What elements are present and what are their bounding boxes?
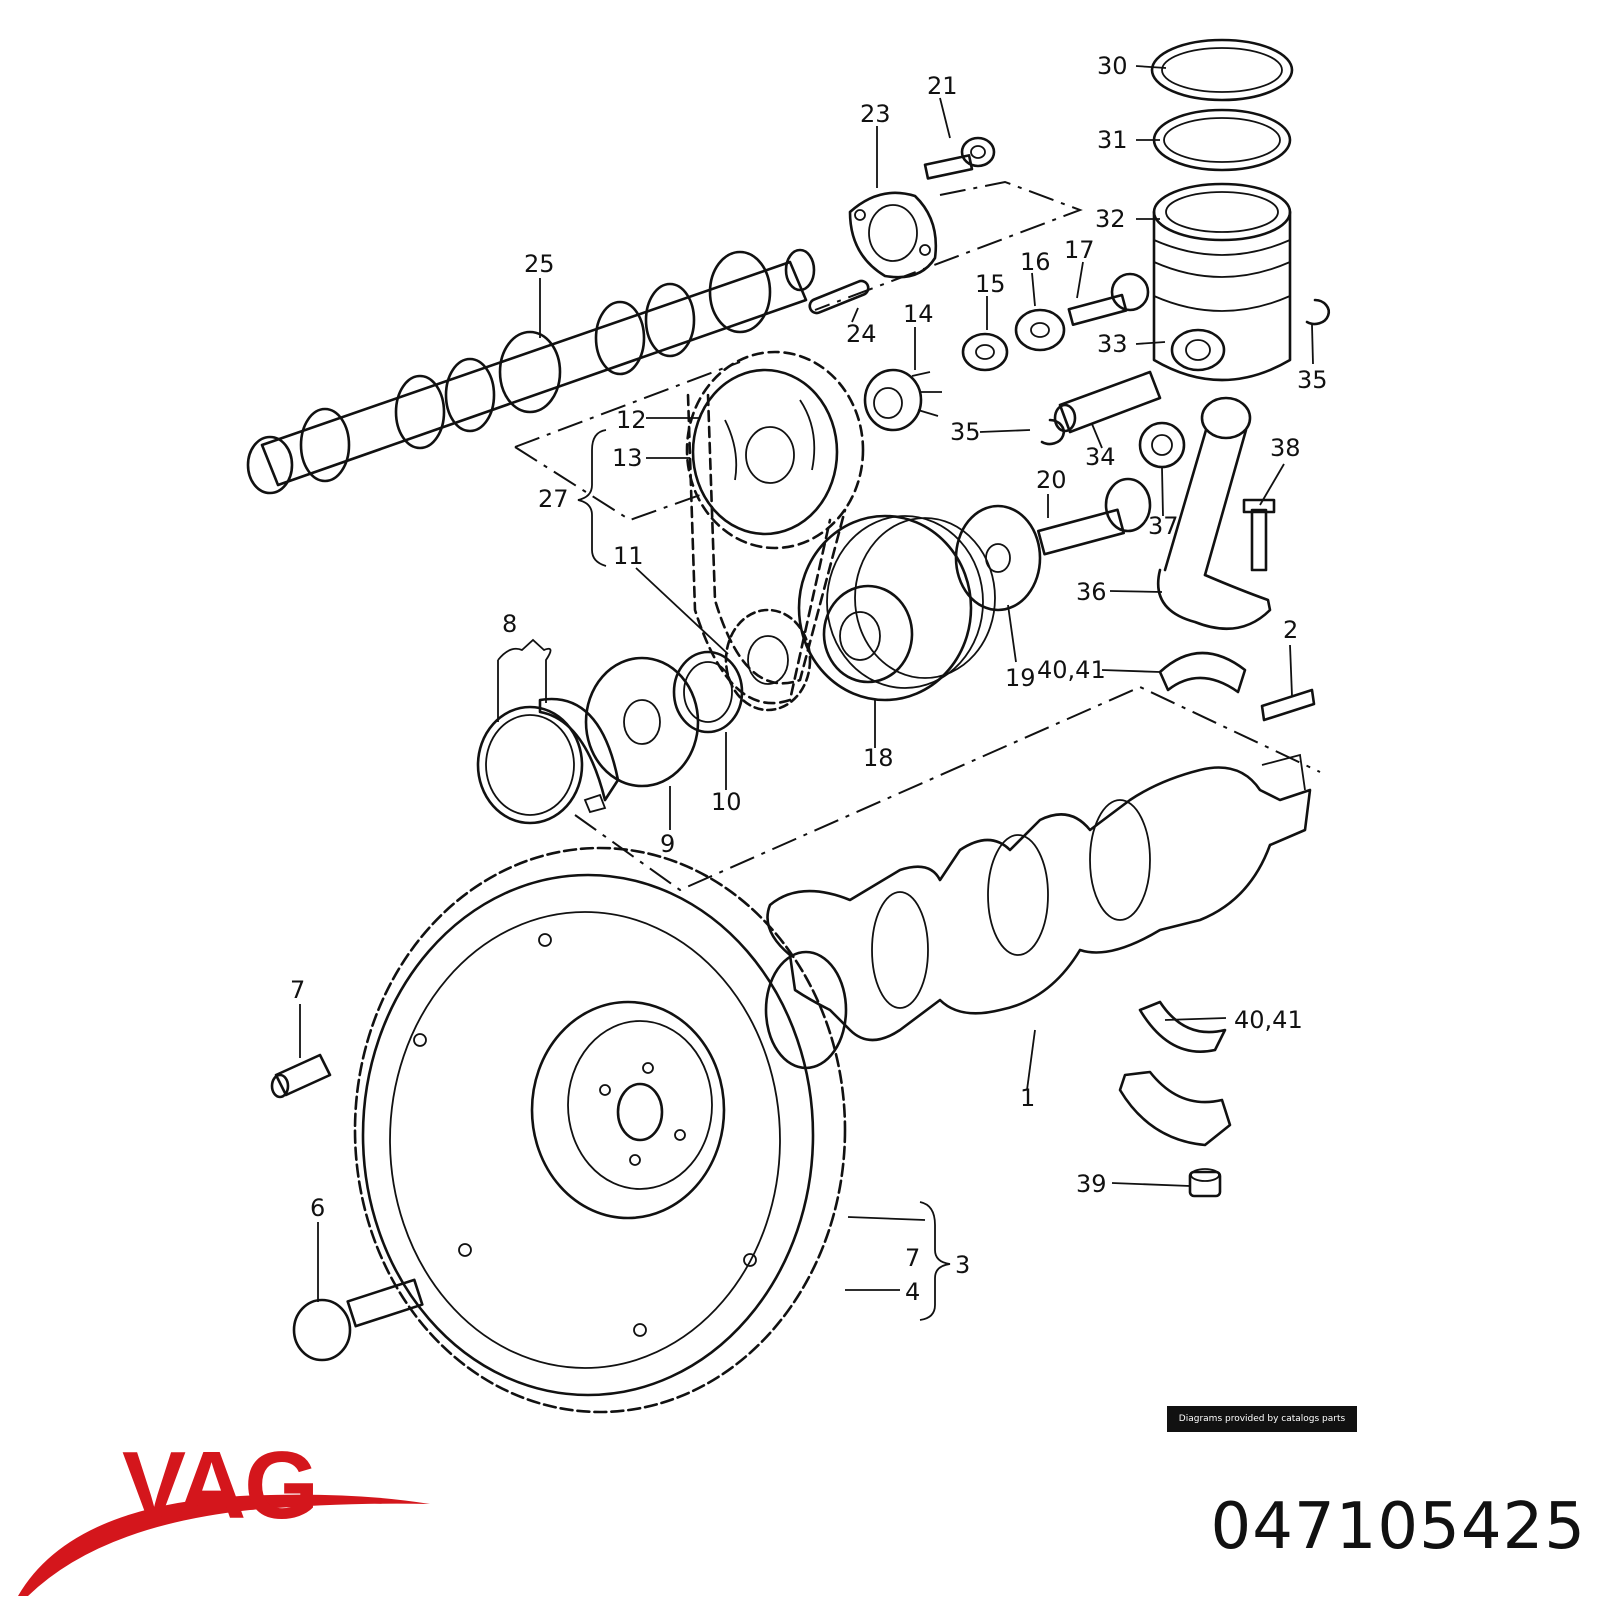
assembly-lines — [514, 180, 1321, 892]
bolt-38 — [1242, 498, 1276, 572]
callout-16: 16 — [1020, 248, 1051, 276]
callout-7-bottom: 7 — [905, 1244, 920, 1272]
camshaft-sprocket-12 — [685, 350, 865, 550]
washer-10 — [672, 650, 744, 734]
circlip-35-right — [1305, 298, 1331, 326]
vag-logo: VAG — [18, 1436, 430, 1596]
crankshaft-sprocket-11 — [724, 608, 812, 712]
callout-15: 15 — [975, 270, 1006, 298]
callout-34: 34 — [1085, 443, 1116, 471]
callout-32: 32 — [1095, 205, 1126, 233]
callout-24: 24 — [846, 320, 877, 348]
callout-36: 36 — [1076, 578, 1107, 606]
callout-6: 6 — [310, 1194, 325, 1222]
callout-2: 2 — [1283, 616, 1298, 644]
callout-35-left: 35 — [950, 418, 981, 446]
piston-32-33 — [1152, 182, 1292, 382]
bushing-37 — [1138, 421, 1186, 469]
callout-39: 39 — [1076, 1170, 1107, 1198]
washer-19 — [954, 504, 1042, 612]
bearing-shell-40-41-top — [1158, 651, 1247, 694]
logo-swoosh — [18, 1494, 430, 1596]
circlip-35-left — [1040, 418, 1066, 446]
bearing-shells-8 — [476, 697, 620, 825]
flange-23 — [848, 191, 938, 279]
callout-17: 17 — [1064, 236, 1095, 264]
bearing-cap — [1118, 1070, 1232, 1147]
pulley-18 — [797, 514, 996, 702]
crankshaft-1 — [764, 753, 1312, 1070]
washer-15 — [961, 332, 1009, 372]
callout-14: 14 — [903, 300, 934, 328]
callout-31: 31 — [1097, 126, 1128, 154]
callout-labels: 30 31 32 21 23 25 17 16 15 14 24 33 35 1… — [290, 52, 1328, 1306]
bearing-shell-40-41-bottom — [1138, 1000, 1227, 1053]
callout-30: 30 — [1097, 52, 1128, 80]
parts-artwork — [246, 38, 1331, 1414]
callout-23: 23 — [860, 100, 891, 128]
washer-16 — [1014, 308, 1066, 352]
callout-11: 11 — [613, 542, 644, 570]
washer-9 — [584, 656, 700, 788]
callout-27: 27 — [538, 485, 569, 513]
callout-40-41-bottom: 40,41 — [1234, 1006, 1303, 1034]
key-24 — [808, 279, 870, 315]
callout-7-top: 7 — [290, 976, 305, 1004]
callout-37: 37 — [1148, 512, 1179, 540]
bolt-20 — [1036, 477, 1152, 556]
callout-20: 20 — [1036, 466, 1067, 494]
flywheel-3 — [353, 846, 847, 1414]
callout-40-41-top: 40,41 — [1037, 656, 1106, 684]
logo-wordmark: VAG — [122, 1436, 317, 1539]
part-number: 047105425 — [1210, 1490, 1586, 1564]
bolt-17 — [1067, 272, 1150, 327]
piston-ring-30 — [1150, 38, 1294, 102]
bolt-21 — [923, 136, 996, 180]
callout-18: 18 — [863, 744, 894, 772]
camshaft-25 — [246, 248, 816, 495]
callout-1: 1 — [1020, 1084, 1035, 1112]
gear-14 — [863, 368, 942, 432]
callout-9: 9 — [660, 830, 675, 858]
timing-chain-13 — [686, 393, 847, 705]
callout-33: 33 — [1097, 330, 1128, 358]
nut-39 — [1188, 1168, 1222, 1198]
callout-21: 21 — [927, 72, 958, 100]
callout-4: 4 — [905, 1278, 920, 1306]
callout-19: 19 — [1005, 664, 1036, 692]
callout-12: 12 — [616, 406, 647, 434]
callout-13: 13 — [612, 444, 643, 472]
dowel-pin-7 — [270, 1053, 332, 1099]
connecting-rod-36 — [1156, 396, 1272, 631]
bolt-6 — [292, 1278, 424, 1362]
piston-ring-31 — [1152, 108, 1292, 172]
diagram-credit-badge: Diagrams provided by catalogs parts — [1167, 1406, 1357, 1432]
piston-pin-34 — [1053, 370, 1162, 434]
leader-lines — [299, 65, 1314, 1321]
callout-8: 8 — [502, 610, 517, 638]
key-2 — [1260, 688, 1316, 722]
callout-38: 38 — [1270, 434, 1301, 462]
callout-10: 10 — [711, 788, 742, 816]
callout-3: 3 — [955, 1251, 970, 1279]
callout-35-right: 35 — [1297, 366, 1328, 394]
callout-25: 25 — [524, 250, 555, 278]
